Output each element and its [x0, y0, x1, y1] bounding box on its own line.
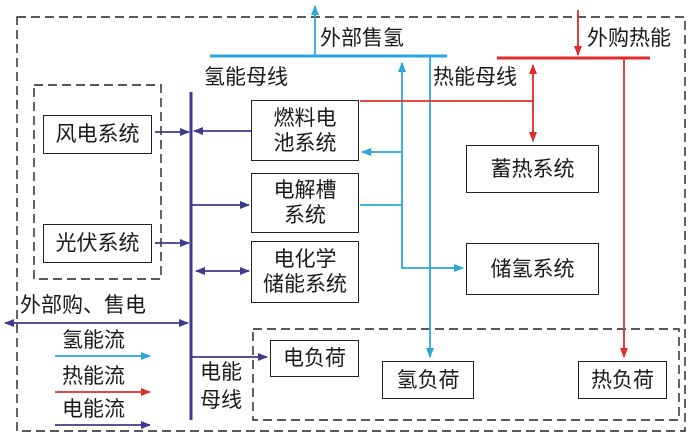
legend-heat-label: 热能流	[62, 364, 125, 388]
hydrogen-bus-label: 氢能母线	[204, 65, 288, 89]
system-boundary	[16, 16, 686, 432]
wind-system-box: 风电系统	[43, 115, 152, 154]
h2-storage-arrow	[401, 205, 464, 272]
power-bus-label-2: 母线	[200, 388, 242, 412]
battery-system-box: 电化学 储能系统	[251, 241, 359, 303]
renewables-group	[33, 84, 162, 280]
electrolyzer-to-fuelcell-h2	[360, 148, 403, 206]
electric-load-box: 电负荷	[270, 340, 359, 377]
power-bus-label-1: 电能	[200, 360, 242, 384]
heat-bus-label: 热能母线	[433, 65, 517, 89]
hydrogen-load-box: 氢负荷	[382, 361, 474, 399]
heat-storage-box: 蓄热系统	[466, 145, 599, 193]
pv-system-box: 光伏系统	[43, 224, 152, 263]
legend-hydrogen-label: 氢能流	[62, 328, 125, 352]
fuel-cell-system-box: 燃料电 池系统	[251, 100, 359, 161]
heat-load-box: 热负荷	[578, 361, 667, 399]
grid-exchange-label: 外部购、售电	[20, 293, 146, 317]
legend-power-label: 电能流	[62, 397, 125, 421]
sell-hydrogen-label: 外部售氢	[320, 26, 404, 50]
electrolyzer-system-box: 电解槽 系统	[251, 173, 359, 233]
loads-group	[252, 328, 680, 421]
buy-heat-label: 外购热能	[587, 26, 671, 50]
hydrogen-storage-box: 储氢系统	[466, 243, 599, 295]
